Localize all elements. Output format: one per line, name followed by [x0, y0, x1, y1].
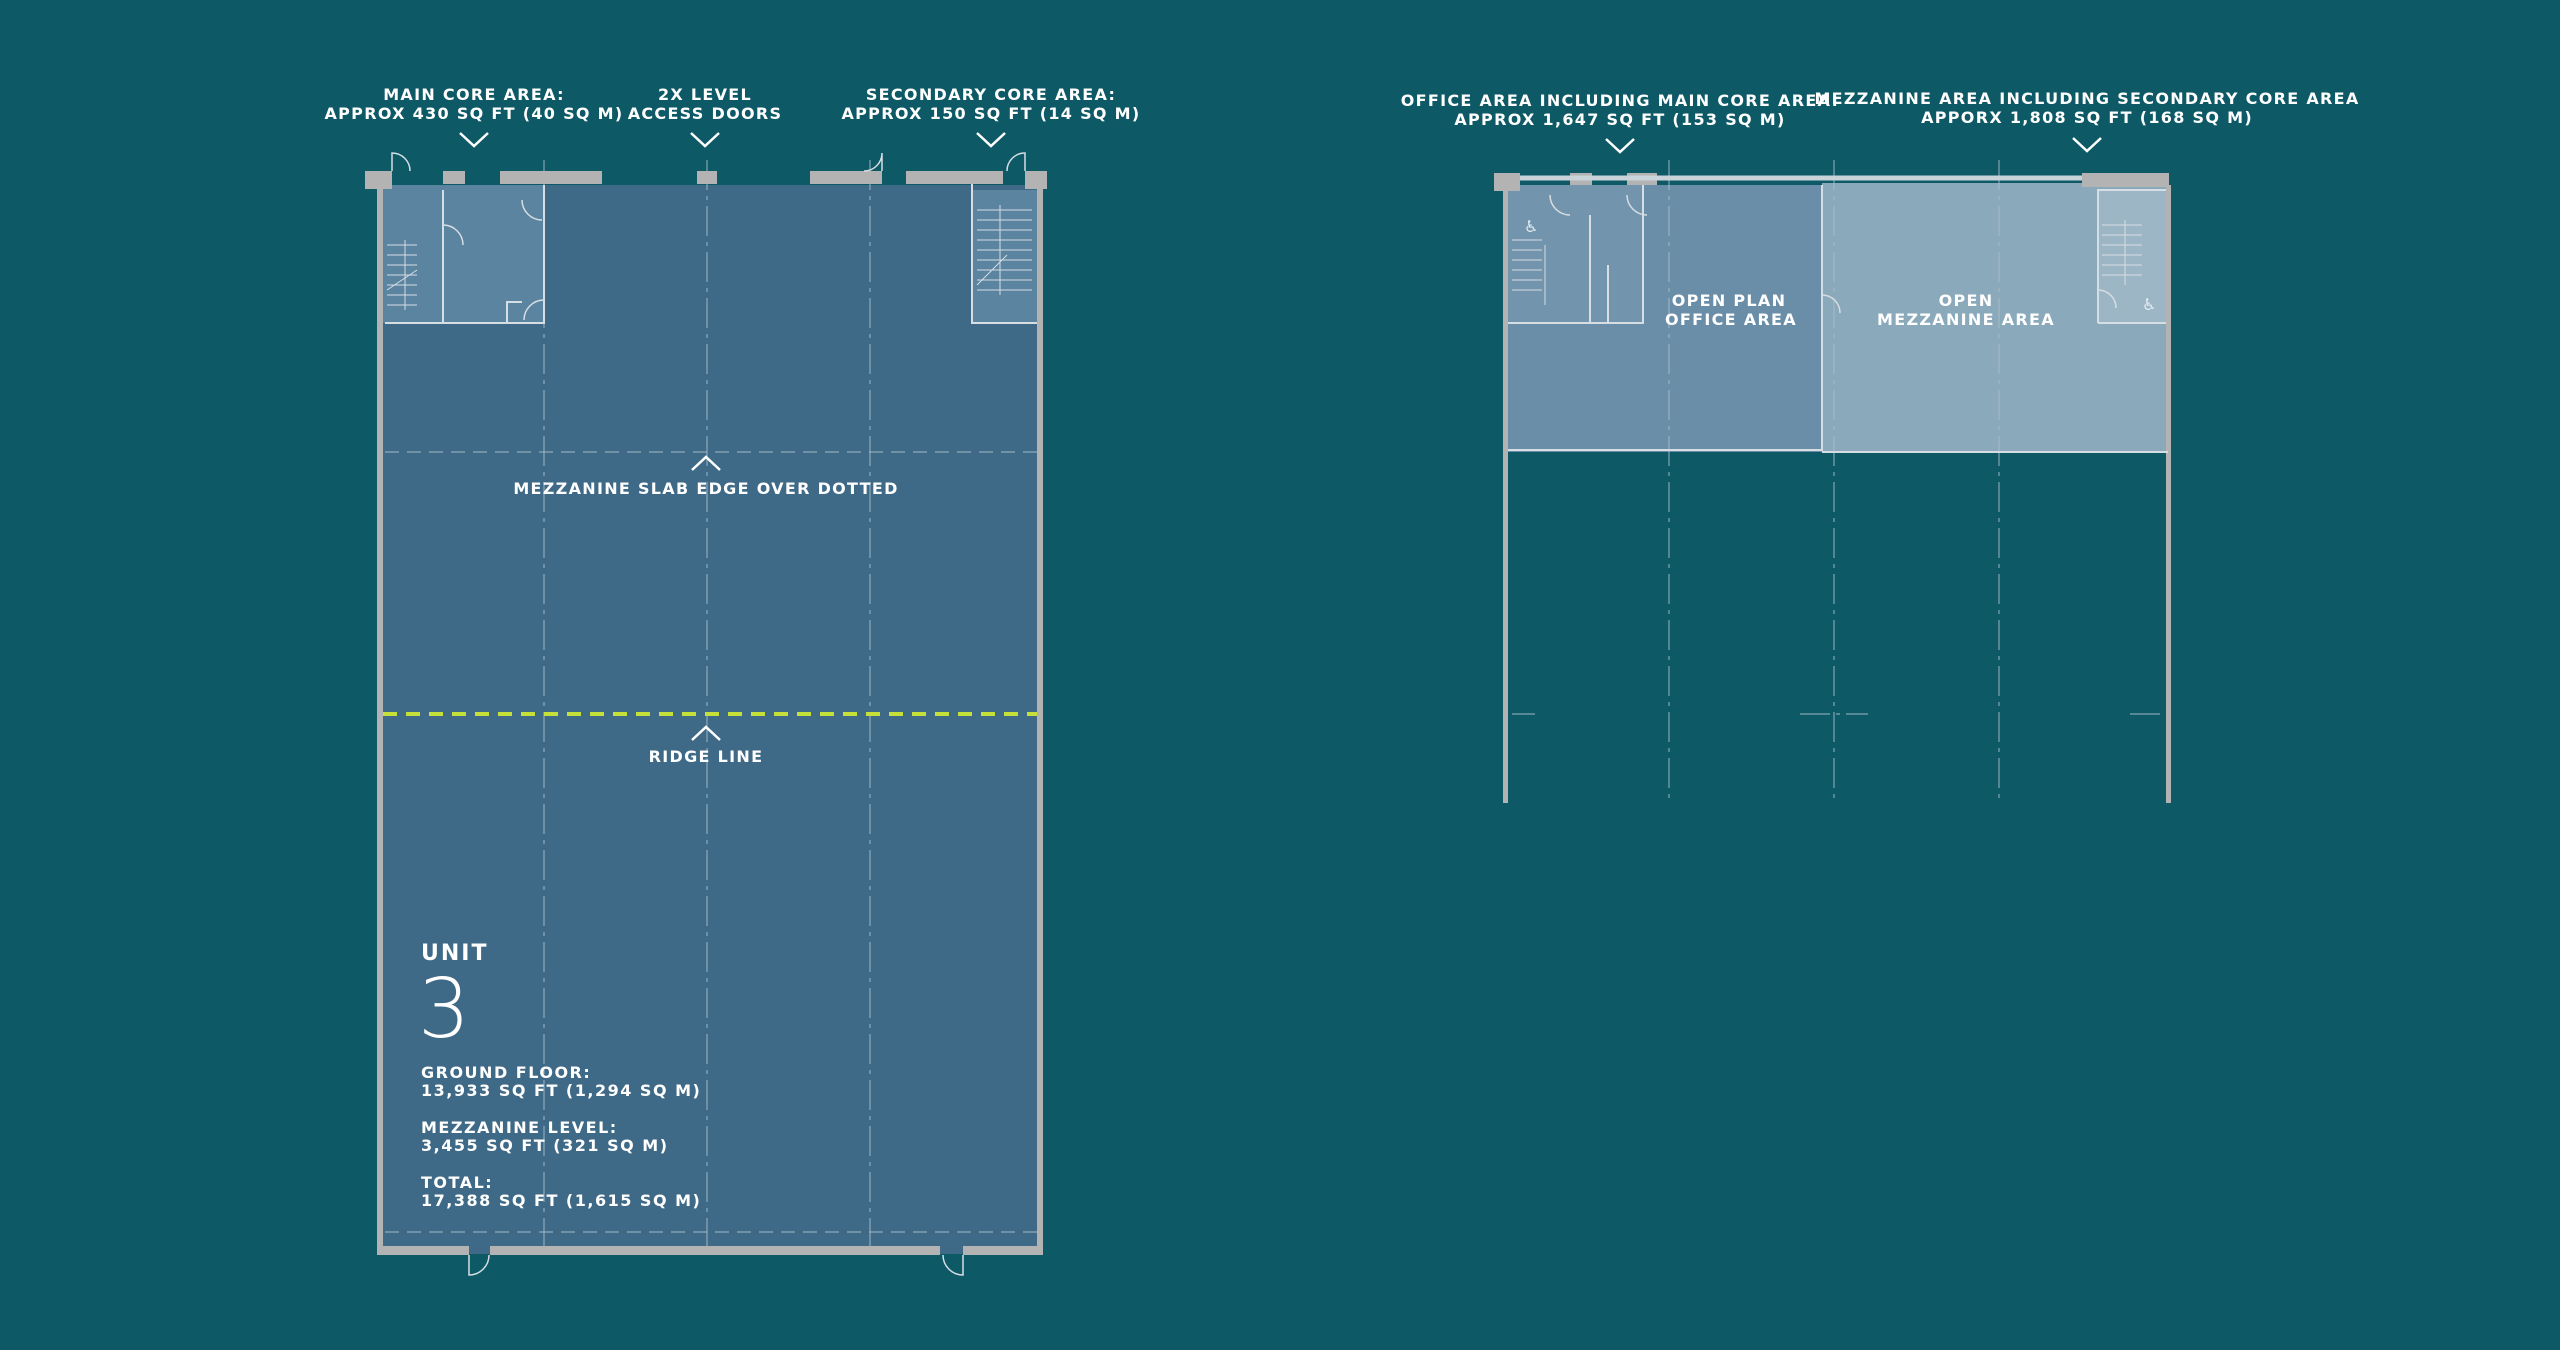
wall [365, 171, 392, 189]
chevron-up-icon [691, 455, 721, 471]
wall [377, 1246, 469, 1255]
office-label-line2: OFFICE AREA [1665, 310, 1797, 329]
main-core-area [380, 185, 544, 323]
callout-secondary-core-area: APPROX 150 SQ FT (14 SQ M) [841, 104, 1140, 123]
core-wall [971, 184, 1037, 324]
office-label-line1: OPEN PLAN [1672, 291, 1787, 310]
wall [2082, 173, 2169, 187]
door [942, 1254, 964, 1276]
wall [1503, 185, 1508, 803]
wall [443, 171, 465, 184]
wall [1037, 185, 1043, 1254]
chevron-down-icon [2072, 137, 2102, 153]
wheelchair-icon: ♿ [2142, 297, 2156, 314]
mezzanine-label-line1: OPEN [1939, 291, 1994, 310]
core-wall [2097, 189, 2166, 323]
ground-floor-title: GROUND FLOOR: [421, 1063, 591, 1082]
core-wall [385, 185, 545, 324]
office-wall [1508, 185, 1823, 451]
wall [810, 171, 882, 184]
mezzanine-edge-label: MEZZANINE SLAB EDGE OVER DOTTED [513, 479, 898, 498]
mezzanine-core [2098, 190, 2169, 323]
door [391, 152, 411, 172]
wall [2166, 185, 2171, 803]
wall [377, 185, 383, 1254]
wall [963, 1246, 1043, 1255]
total-value: 17,388 SQ FT (1,615 SQ M) [421, 1191, 701, 1210]
mezzanine-label-line2: MEZZANINE AREA [1877, 310, 2055, 329]
total-title: TOTAL: [421, 1173, 493, 1192]
wall [906, 171, 1003, 184]
chevron-up-icon [691, 725, 721, 741]
callout-mezzanine-area: APPORX 1,808 SQ FT (168 SQ M) [1921, 108, 2253, 127]
mezzanine-level-title: MEZZANINE LEVEL: [421, 1118, 618, 1137]
core-wall [1508, 185, 1644, 324]
callout-main-core-title: MAIN CORE AREA: [383, 85, 565, 104]
mezzanine-level-value: 3,455 SQ FT (321 SQ M) [421, 1136, 669, 1155]
wall [490, 1246, 940, 1255]
door [468, 1254, 490, 1276]
wheelchair-icon: ♿ [1524, 219, 1538, 236]
mezzanine-plan: ♿ ♿ OFFICE AREA INCLUDING MAIN CORE AREA… [1401, 89, 2359, 803]
door [1006, 152, 1026, 172]
wall [1025, 171, 1047, 189]
wall [500, 171, 602, 184]
unit-label: UNIT [421, 941, 488, 966]
callout-main-core-area: APPROX 430 SQ FT (40 SQ M) [324, 104, 623, 123]
chevron-down-icon [976, 132, 1006, 148]
stairs [386, 205, 1032, 310]
ground-floor-plan: MAIN CORE AREA: APPROX 430 SQ FT (40 SQ … [324, 85, 1140, 1276]
office-core [1506, 185, 1643, 323]
unit-number: 3 [418, 962, 470, 1057]
chevron-down-icon [1605, 138, 1635, 154]
ridge-line-label: RIDGE LINE [649, 747, 764, 766]
door [863, 152, 883, 172]
ground-floor-value: 13,933 SQ FT (1,294 SQ M) [421, 1081, 701, 1100]
callout-access-doors-title: 2X LEVEL [658, 85, 752, 104]
chevron-down-icon [459, 132, 489, 148]
chevron-down-icon [690, 132, 720, 148]
door [442, 199, 545, 321]
core-wall [506, 301, 522, 323]
callout-secondary-core-title: SECONDARY CORE AREA: [866, 85, 1116, 104]
callout-office-title: OFFICE AREA INCLUDING MAIN CORE AREA: [1401, 91, 1839, 110]
wall [1494, 173, 1520, 191]
door [1549, 194, 2117, 314]
stairs [1512, 220, 2142, 305]
ground-floor-area [380, 185, 1042, 1254]
callout-mezzanine-title: MEZZANINE AREA INCLUDING SECONDARY CORE … [1814, 89, 2359, 108]
callout-access-doors: ACCESS DOORS [628, 104, 783, 123]
callout-office-area: APPROX 1,647 SQ FT (153 SQ M) [1454, 110, 1785, 129]
wall [697, 171, 717, 184]
